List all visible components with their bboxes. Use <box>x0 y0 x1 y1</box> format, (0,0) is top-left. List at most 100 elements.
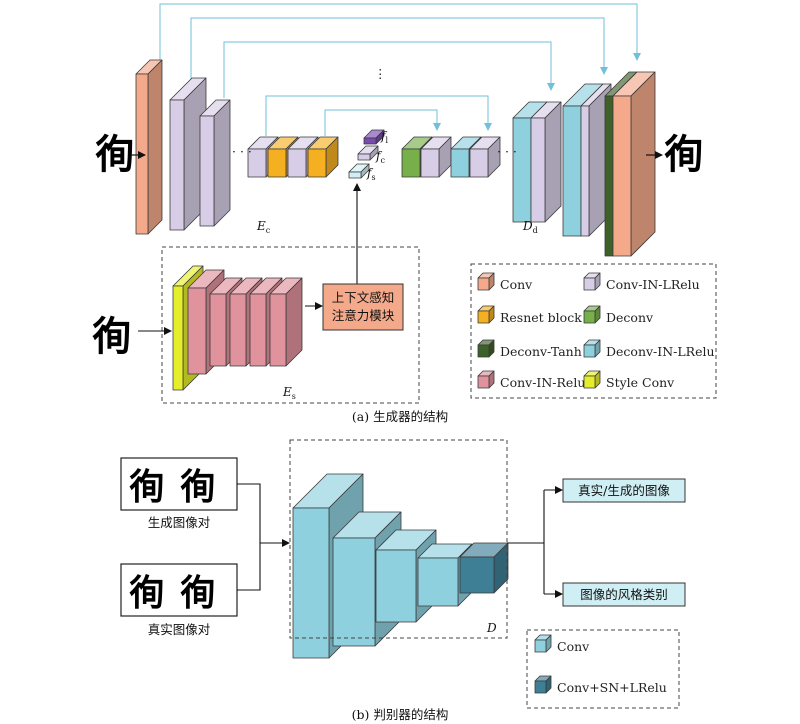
style-enc-5-front <box>269 293 287 367</box>
dec-up-1b <box>530 101 562 223</box>
disc-legend-swatch-1 <box>534 675 552 694</box>
dec-conv-out <box>612 71 656 257</box>
feature-fl: fl <box>380 129 388 145</box>
discriminator-legend-box <box>526 629 680 709</box>
decoder-label: Dd <box>522 219 538 235</box>
style-conv-front <box>172 285 184 391</box>
attention-module-line1: 上下文感知 <box>332 290 395 305</box>
skip-connections <box>159 3 641 136</box>
attention-module-box <box>322 283 404 331</box>
dec-up-2-front <box>562 105 582 237</box>
discriminator-label: D <box>486 621 497 635</box>
style-enc-2-front <box>209 293 227 367</box>
gen-legend-swatch-4 <box>477 339 495 358</box>
gen-legend-label-7: Style Conv <box>606 375 675 390</box>
network-blocks <box>135 59 656 659</box>
style-enc-3-front <box>229 293 247 367</box>
enc-down-1-front <box>169 99 185 231</box>
enc-down-1 <box>169 77 207 231</box>
disc-legend-swatch-0 <box>534 634 552 653</box>
disc-conv-sn <box>459 542 509 594</box>
enc-mid-1-front <box>247 148 267 178</box>
dec-mid-1-front <box>420 148 440 178</box>
dots-left: · · · <box>232 144 252 159</box>
dec-up-1-front <box>512 117 532 223</box>
gen-legend-swatch-4-front <box>477 344 490 358</box>
generator-legend-box <box>470 263 717 399</box>
gen-legend-swatch-6 <box>477 370 495 389</box>
enc-conv-side <box>147 59 163 235</box>
disc-conv-2-front <box>332 537 376 647</box>
dec-mid-2-front <box>450 148 470 178</box>
disc-legend-label-1: Conv+SN+LRelu <box>557 680 667 695</box>
style-enc-5-side <box>285 277 303 367</box>
gen-legend-swatch-3 <box>583 305 601 324</box>
generated-glyph-1: 徇 <box>129 466 165 508</box>
gen-legend-label-3: Deconv <box>606 310 654 325</box>
style-enc-1-front <box>187 287 207 375</box>
dec-up-2b-front <box>580 105 590 237</box>
enc-conv <box>135 59 163 235</box>
style-enc-5 <box>269 277 303 367</box>
dec-up-1b-side <box>544 101 562 223</box>
real-pair-label: 真实图像对 <box>148 622 211 637</box>
feature-fc-block <box>357 145 379 161</box>
output-style-box <box>562 582 686 607</box>
feature-fc-block-front <box>357 153 371 161</box>
generated-glyph-2: 徇 <box>180 466 216 508</box>
gen-legend-label-2: Resnet block <box>500 310 582 325</box>
feature-fs-block-front <box>348 171 362 179</box>
gen-legend-swatch-7-front <box>583 375 596 389</box>
ellipsis: ⋮ <box>374 66 387 81</box>
gen-legend-swatch-5 <box>583 339 601 358</box>
gen-legend-label-4: Deconv-Tanh <box>500 344 582 359</box>
output-glyph: 徇 <box>664 131 704 178</box>
disc-legend-swatch-1-front <box>534 680 547 694</box>
resnet-2-front <box>307 148 327 178</box>
generator-caption: (a) 生成器的结构 <box>352 409 448 424</box>
discriminator-output-lines <box>507 486 563 598</box>
dec-mid-3-front <box>469 148 489 178</box>
gen-legend-swatch-0-front <box>477 277 490 291</box>
disc-conv-1-front <box>292 507 330 659</box>
encoder-content-label: Ec <box>256 219 271 235</box>
output-real-fake-box <box>562 478 686 503</box>
feature-fl-block-front <box>363 137 377 145</box>
pair-merge-lines <box>237 483 290 591</box>
real-glyph-2: 徇 <box>180 572 216 614</box>
dec-conv-out-side <box>630 71 656 257</box>
discriminator-box <box>289 439 508 639</box>
input-glyph: 徇 <box>95 131 135 178</box>
gen-legend-swatch-5-front <box>583 344 596 358</box>
style-input-glyph: 徇 <box>92 313 132 360</box>
encoder-style-label: Es <box>282 385 296 401</box>
gen-legend-label-0: Conv <box>500 277 533 292</box>
dec-up-1b-front <box>530 117 546 223</box>
skip-connection-1 <box>159 3 641 62</box>
gen-legend-swatch-1-front <box>583 277 596 291</box>
dots-right: · · · <box>497 144 517 159</box>
dec-mid-3 <box>469 136 501 178</box>
gen-legend-label-1: Conv-IN-LRelu <box>606 277 700 292</box>
feature-fc: fc <box>375 149 385 165</box>
disc-legend-swatch-0-front <box>534 639 547 653</box>
resnet-mid-front <box>287 148 307 178</box>
gen-legend-swatch-7 <box>583 370 601 389</box>
feature-fs-block <box>348 163 370 179</box>
gen-legend-swatch-2 <box>477 305 495 324</box>
output-style: 图像的风格类别 <box>580 587 668 602</box>
feature-fl-block <box>363 129 385 145</box>
gen-legend-swatch-6-front <box>477 375 490 389</box>
skip-connection-2 <box>190 17 608 80</box>
disc-conv-3-front <box>375 549 417 623</box>
skip-connection-4 <box>265 95 492 136</box>
enc-down-2-front <box>199 115 215 227</box>
discriminator-caption: (b) 判别器的结构 <box>352 707 449 722</box>
gen-legend-swatch-3-front <box>583 310 596 324</box>
enc-conv-front <box>135 73 149 235</box>
style-encoder-box <box>161 246 420 404</box>
gen-legend-label-5: Deconv-IN-LRelu <box>606 344 715 359</box>
